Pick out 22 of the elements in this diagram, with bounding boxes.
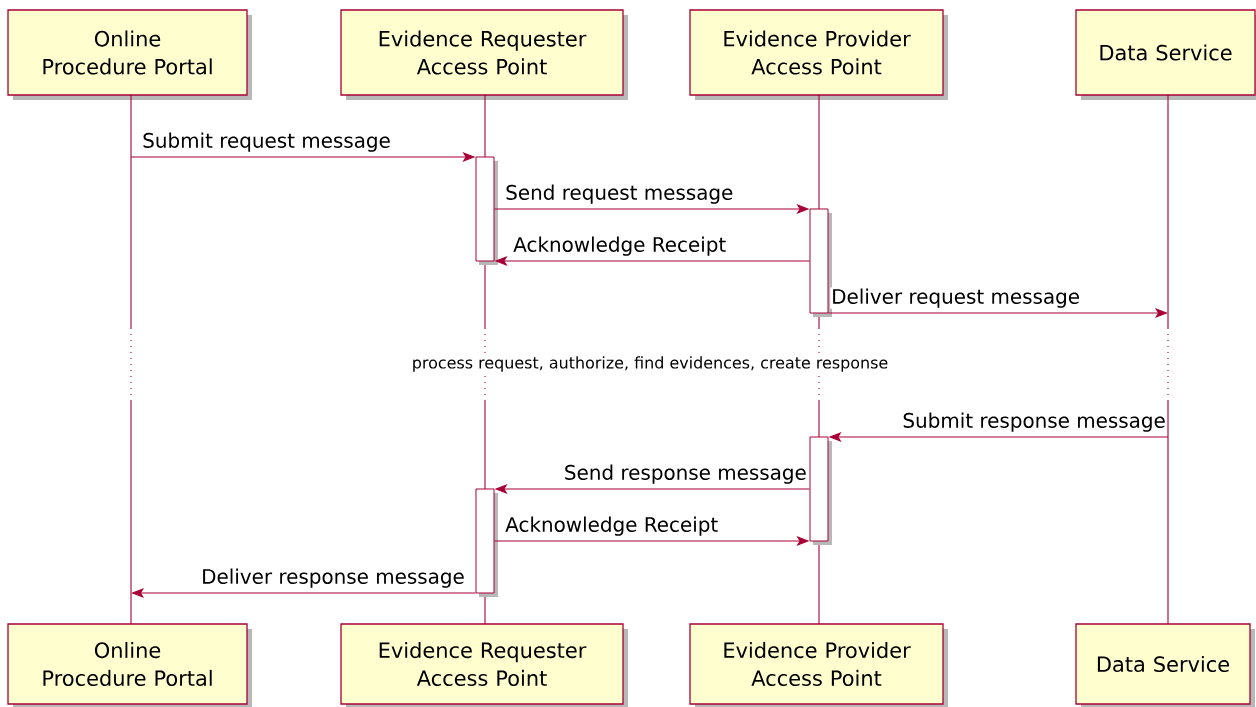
- participant-box: Evidence Requester Access Point: [340, 9, 628, 100]
- message-label: Submit request message: [141, 131, 392, 153]
- participant-box: Online Procedure Portal: [7, 9, 252, 100]
- message-label: Send response message: [562, 463, 808, 485]
- lifeline: [130, 94, 132, 625]
- participant-box: Data Service: [1075, 623, 1255, 707]
- activation-bar: [809, 436, 832, 545]
- participant-box: Data Service: [1075, 9, 1256, 100]
- message-label: Submit response message: [901, 411, 1167, 433]
- participant-box: Online Procedure Portal: [7, 623, 252, 707]
- participant-box: Evidence Requester Access Point: [340, 623, 628, 707]
- lifeline: [1167, 94, 1169, 625]
- activation-bar: [809, 208, 832, 317]
- message-label: Send request message: [504, 183, 735, 205]
- activation-bar: [475, 156, 498, 265]
- message-label: Acknowledge Receipt: [512, 235, 728, 257]
- message-label: Acknowledge Receipt: [504, 515, 720, 537]
- message-label: Deliver response message: [200, 567, 466, 589]
- participant-box: Evidence Provider Access Point: [689, 9, 948, 100]
- delay-label: process request, authorize, find evidences, create response: [410, 355, 890, 373]
- participant-box: Evidence Provider Access Point: [689, 623, 948, 707]
- activation-bar: [475, 488, 498, 597]
